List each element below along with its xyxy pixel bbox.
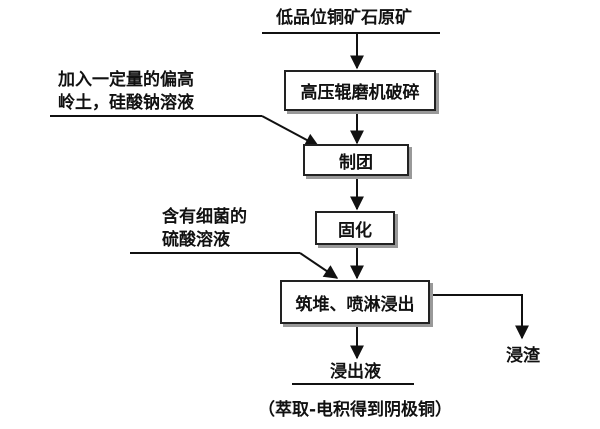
final-note: （萃取-电积得到阴极铜）	[258, 400, 453, 420]
step-curing: 固化	[315, 211, 395, 245]
input-material-label: 低品位铜矿石原矿	[276, 8, 412, 28]
step-crushing: 高压辊磨机破碎	[284, 70, 436, 111]
step-heap-leaching-label: 筑堆、喷淋浸出	[295, 294, 415, 315]
additive-1-line-1: 加入一定量的偏高	[58, 70, 194, 90]
arrow-additive-1	[261, 115, 320, 147]
step-agglomeration-label: 制团	[339, 152, 373, 173]
step-crushing-label: 高压辊磨机破碎	[300, 83, 420, 103]
residue-label: 浸渣	[506, 346, 540, 366]
additive-1-line-2: 岭土，硅酸钠溶液	[58, 93, 194, 113]
arrow-additive-2	[299, 252, 339, 279]
leachate-label: 浸出液	[330, 362, 381, 382]
additive-2-line-1: 含有细菌的	[162, 207, 247, 227]
additive-2-line-2: 硫酸溶液	[162, 230, 230, 250]
step-heap-leaching: 筑堆、喷淋浸出	[280, 280, 430, 324]
arrow-leaching-to-residue	[431, 294, 529, 340]
step-agglomeration: 制团	[303, 144, 409, 176]
step-curing-label: 固化	[338, 220, 372, 241]
